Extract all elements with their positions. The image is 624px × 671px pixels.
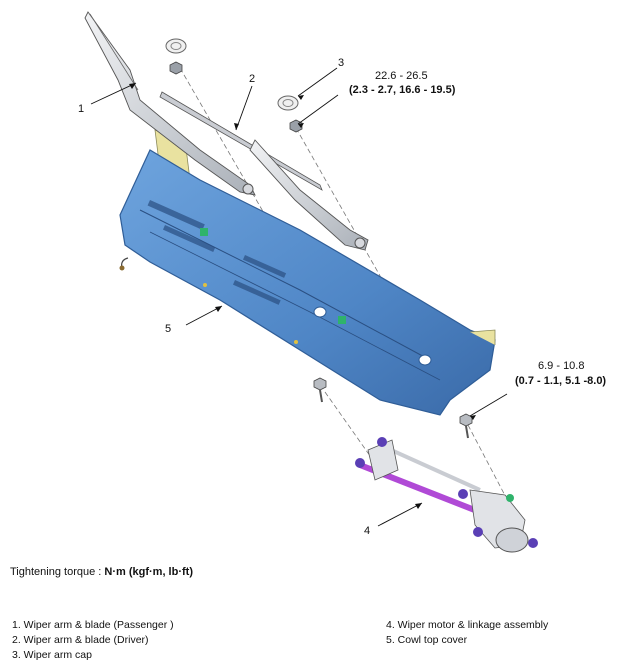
wiper-arm-driver	[159, 91, 369, 251]
cowl-top-cover	[119, 129, 496, 416]
legend-item: 1. Wiper arm & blade (Passenger )	[12, 619, 174, 631]
wiper-arm-cap-passenger	[165, 38, 187, 75]
wiper-arm-cap-driver	[277, 95, 303, 133]
legend-item: 3. Wiper arm cap	[12, 649, 92, 661]
leader-lines	[90, 67, 508, 527]
tightening-units: N·m (kgf·m, lb·ft)	[104, 566, 193, 578]
mounting-bolt-right	[459, 413, 473, 439]
legend-item: 2. Wiper arm & blade (Driver)	[12, 634, 149, 646]
wiper-motor-linkage	[355, 437, 538, 553]
legend-left: 1. Wiper arm & blade (Passenger ) 2. Wip…	[12, 618, 174, 663]
leader-arrows	[129, 83, 476, 509]
callout-5: 5	[165, 323, 171, 335]
callout-1: 1	[78, 103, 84, 115]
torque-bottom-alt: (0.7 - 1.1, 5.1 -8.0)	[515, 375, 606, 387]
clip-icon	[200, 228, 208, 236]
torque-top-nm: 22.6 - 26.5	[375, 70, 428, 82]
tightening-torque-note: Tightening torque : N·m (kgf·m, lb·ft)	[10, 566, 193, 578]
callout-2: 2	[249, 73, 255, 85]
exploded-diagram: 1 2 3 5 4 22.6 - 26.5 (2.3 - 2.7, 16.6 -…	[78, 11, 606, 553]
clip-icon	[338, 316, 346, 324]
tightening-label: Tightening torque :	[10, 566, 105, 578]
mounting-bolt-left	[313, 377, 327, 403]
callout-4: 4	[364, 525, 370, 537]
legend-item: 4. Wiper motor & linkage assembly	[386, 619, 549, 631]
torque-bottom-nm: 6.9 - 10.8	[538, 360, 584, 372]
wiper-arm-passenger	[84, 11, 256, 196]
legend-right: 4. Wiper motor & linkage assembly 5. Cow…	[386, 618, 548, 648]
torque-top-alt: (2.3 - 2.7, 16.6 - 19.5)	[349, 84, 456, 96]
legend-item: 5. Cowl top cover	[386, 634, 468, 646]
callout-3: 3	[338, 57, 344, 69]
